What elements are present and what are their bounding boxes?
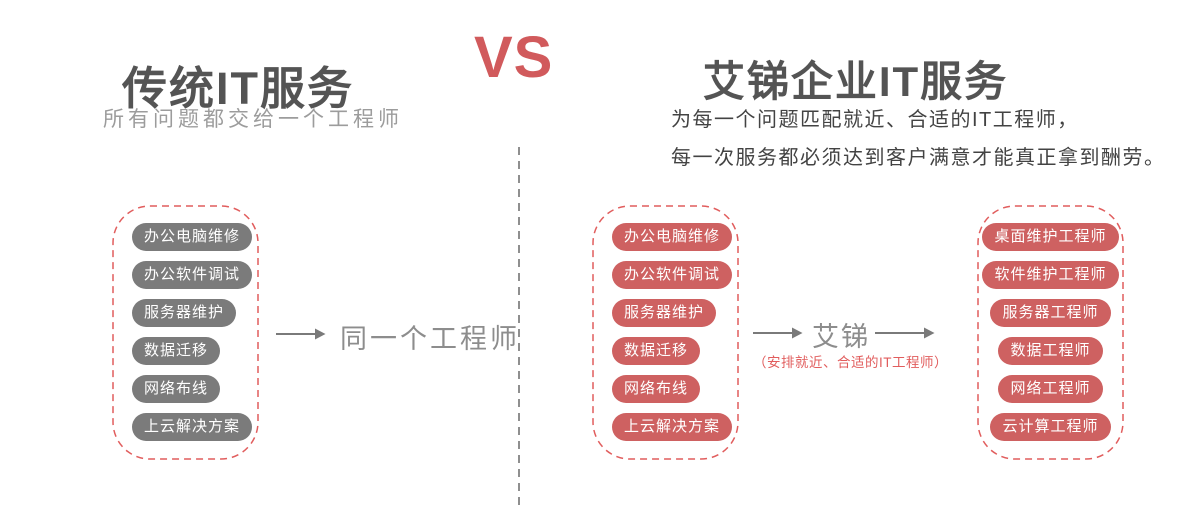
engineer-pill: 软件维护工程师: [982, 261, 1119, 289]
service-pill: 服务器维护: [132, 299, 237, 327]
right-arrow-icon: [276, 328, 326, 340]
service-pill: 网络布线: [612, 375, 701, 403]
engineer-pill: 桌面维护工程师: [982, 223, 1119, 251]
dashed-border: [592, 205, 739, 460]
service-pill: 网络布线: [132, 375, 221, 403]
vs-label: VS: [474, 25, 554, 90]
broker-label: 艾锑: [812, 322, 870, 352]
traditional-service-list: 办公电脑维修办公软件调试服务器维护数据迁移网络布线上云解决方案: [112, 205, 259, 460]
service-pill: 上云解决方案: [132, 413, 253, 441]
engineers-box: 桌面维护工程师软件维护工程师服务器工程师数据工程师网络工程师云计算工程师: [977, 205, 1124, 460]
traditional-subtitle: 所有问题都交给一个工程师: [103, 108, 403, 131]
engineer-pill: 数据工程师: [998, 337, 1103, 365]
vertical-divider: [518, 147, 520, 505]
aiti-description-line2: 每一次服务都必须达到客户满意才能真正拿到酬劳。: [671, 147, 1166, 169]
right-arrow-icon: [875, 327, 935, 339]
engineer-pill: 服务器工程师: [990, 299, 1111, 327]
dashed-border: [112, 205, 259, 460]
aiti-service-list: 办公电脑维修办公软件调试服务器维护数据迁移网络布线上云解决方案: [592, 205, 739, 460]
aiti-description: 为每一个问题匹配就近、合适的IT工程师， 每一次服务都必须达到客户满意才能真正拿…: [671, 101, 1166, 177]
right-arrow-icon: [753, 327, 803, 339]
engineer-pill: 云计算工程师: [990, 413, 1111, 441]
traditional-title: 传统IT服务: [122, 63, 354, 115]
service-pill: 数据迁移: [612, 337, 701, 365]
service-pill: 数据迁移: [132, 337, 221, 365]
broker-note: （安排就近、合适的IT工程师）: [753, 355, 948, 370]
engineer-list: 桌面维护工程师软件维护工程师服务器工程师数据工程师网络工程师云计算工程师: [977, 205, 1124, 460]
engineer-pill: 网络工程师: [998, 375, 1103, 403]
aiti-description-line1: 为每一个问题匹配就近、合适的IT工程师，: [671, 109, 1079, 131]
service-pill: 上云解决方案: [612, 413, 733, 441]
service-pill: 办公软件调试: [132, 261, 253, 289]
traditional-services-box: 办公电脑维修办公软件调试服务器维护数据迁移网络布线上云解决方案: [112, 205, 259, 460]
service-pill: 办公软件调试: [612, 261, 733, 289]
service-pill: 服务器维护: [612, 299, 717, 327]
aiti-title: 艾锑企业IT服务: [702, 58, 1009, 106]
service-pill: 办公电脑维修: [612, 223, 733, 251]
single-engineer-label: 同一个工程师: [340, 324, 520, 354]
aiti-services-box: 办公电脑维修办公软件调试服务器维护数据迁移网络布线上云解决方案: [592, 205, 739, 460]
service-pill: 办公电脑维修: [132, 223, 253, 251]
dashed-border: [977, 205, 1124, 460]
